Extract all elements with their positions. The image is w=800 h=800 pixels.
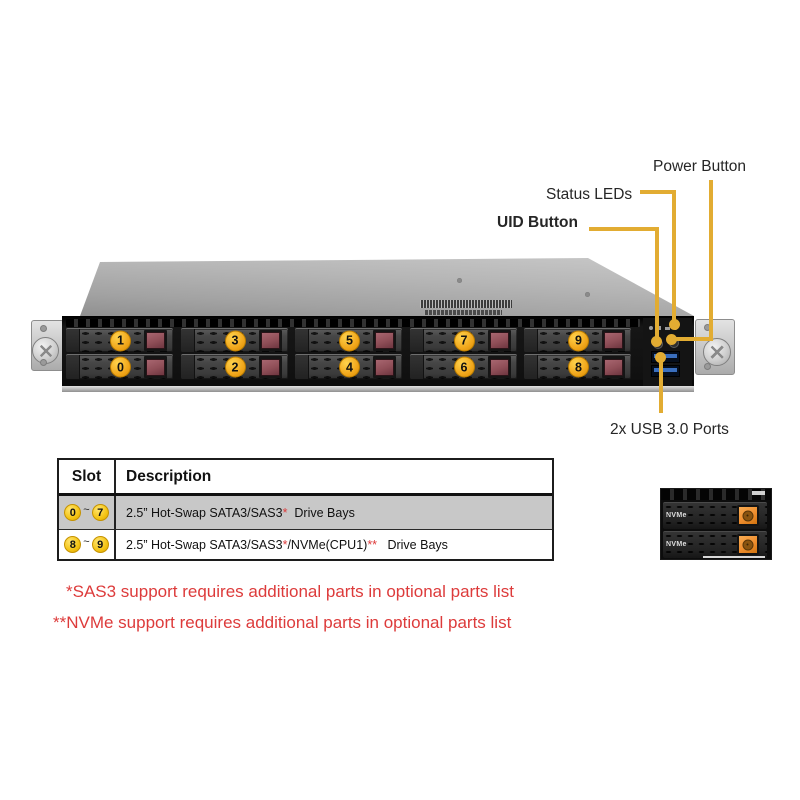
drive-tray: 7 [409, 328, 517, 352]
callout-dot-status [669, 319, 680, 330]
inset-label-mark [752, 491, 765, 495]
tray-latch [144, 356, 167, 378]
slot-range-separator: ~ [83, 503, 90, 516]
nvme-tray-label: NVMe [666, 541, 687, 548]
slot-range-cell: 8~9 [59, 530, 116, 559]
slot-number-badge: 6 [453, 356, 475, 378]
chassis-bottom-lip [62, 380, 694, 386]
chassis-top-surface [80, 258, 694, 316]
inset-highlight-line [703, 556, 765, 558]
tray-latch [258, 330, 282, 351]
tray-latch [373, 330, 396, 351]
callout-line-uid-vertical [655, 227, 659, 341]
tray-latch [602, 330, 625, 351]
tray-latch [258, 356, 282, 378]
table-row: 8~9 2.5” Hot-Swap SATA3/SAS3*/NVMe(CPU1)*… [59, 530, 552, 559]
callout-line-usb [659, 357, 663, 413]
slot-number-badge: 9 [568, 330, 589, 351]
footnote-sas3: *SAS3 support requires additional parts … [66, 582, 514, 601]
slot-number-badge: 0 [110, 356, 131, 378]
drive-tray: 4 [295, 354, 402, 379]
chassis-barcode-sticker [420, 300, 512, 308]
callout-line-status-horizontal [640, 190, 676, 194]
slot-badge: 9 [91, 536, 109, 553]
tray-latch [373, 356, 396, 378]
inset-nvme-tray: NVMe [663, 531, 767, 558]
drive-tray: 0 [66, 354, 173, 379]
ear-screw [704, 363, 711, 370]
chassis-front-panel: 1 3 5 7 9 0 2 4 6 8 [62, 316, 694, 386]
callout-line-uid-horizontal [589, 227, 657, 231]
callout-dot-power [666, 334, 677, 345]
status-leds-label: Status LEDs [546, 186, 633, 203]
drive-tray: 2 [180, 354, 288, 379]
tray-latch [487, 330, 511, 351]
tray-latch [602, 356, 625, 378]
inset-nvme-tray: NVMe [663, 502, 767, 529]
callout-line-status-vertical [672, 190, 676, 322]
left-mounting-ear [31, 320, 64, 371]
drive-tray: 8 [524, 354, 631, 379]
ear-screw [40, 359, 47, 366]
usb-tongue [654, 368, 677, 372]
drive-tray: 9 [524, 328, 631, 352]
ear-screw [40, 325, 47, 332]
orange-latch-icon [737, 505, 759, 526]
uid-button-label: UID Button [497, 214, 578, 231]
chassis-rivet [585, 292, 590, 297]
slot-badge: 8 [64, 536, 82, 553]
callout-dot-uid [651, 336, 662, 347]
slot-number-badge: 5 [339, 330, 360, 351]
drive-bays: 1 3 5 7 9 0 2 4 6 8 [66, 328, 631, 379]
slot-number-badge: 8 [568, 356, 589, 378]
drive-tray: 1 [66, 328, 173, 352]
callout-dot-usb [655, 352, 666, 363]
table-header-slot: Slot [59, 460, 116, 493]
tray-latch [144, 330, 167, 351]
slot-number-badge: 1 [110, 330, 131, 351]
orange-latch-icon [737, 534, 759, 555]
drive-tray: 6 [409, 354, 517, 379]
tray-latch [487, 356, 511, 378]
callout-line-power-horizontal [669, 337, 713, 341]
table-row: 0~7 2.5” Hot-Swap SATA3/SAS3* Drive Bays [59, 496, 552, 530]
slot-range-separator: ~ [83, 535, 90, 548]
power-button-label: Power Button [653, 158, 747, 175]
drive-tray: 3 [180, 328, 288, 352]
chassis-bottom-rail [62, 386, 694, 392]
drive-tray: 5 [295, 328, 402, 352]
slot-number-badge: 2 [224, 356, 246, 378]
control-panel [643, 318, 692, 386]
vent-strip [66, 319, 640, 327]
chassis-rivet [457, 278, 462, 283]
slot-number-badge: 4 [339, 356, 360, 378]
nvme-tray-label: NVMe [666, 512, 687, 519]
table-header-description: Description [126, 467, 212, 485]
callout-line-power-vertical [709, 180, 713, 341]
usb-port [651, 365, 680, 377]
inset-vent-strip [661, 489, 771, 500]
description-cell: 2.5” Hot-Swap SATA3/SAS3*/NVMe(CPU1)** D… [126, 537, 448, 552]
slot-number-badge: 7 [453, 330, 475, 351]
table-header-row: Slot Description [59, 460, 552, 496]
slot-badge: 0 [64, 504, 82, 521]
nvme-bays-inset-photo: NVMe NVMe [660, 488, 772, 560]
slot-badge: 7 [91, 504, 109, 521]
footnote-nvme: **NVMe support requires additional parts… [53, 613, 512, 632]
description-cell: 2.5” Hot-Swap SATA3/SAS3* Drive Bays [126, 505, 355, 520]
slot-number-badge: 3 [224, 330, 246, 351]
usb-ports-label: 2x USB 3.0 Ports [610, 421, 729, 438]
thumbscrew-icon [703, 338, 731, 366]
chassis-barcode-sticker [424, 310, 502, 315]
right-mounting-ear [695, 319, 735, 375]
slot-range-cell: 0~7 [59, 496, 116, 529]
